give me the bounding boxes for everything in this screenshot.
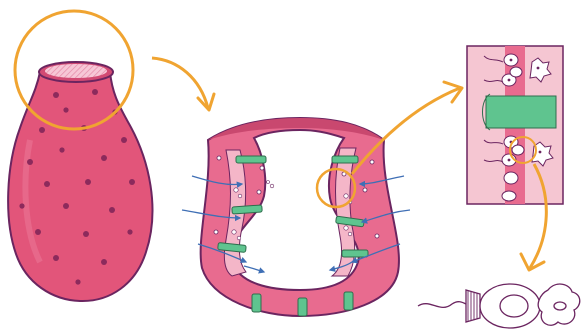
choanocyte-cell-icon [418, 284, 580, 328]
sponge-body-icon [8, 62, 152, 301]
pore-cell-detail-icon [467, 46, 563, 204]
arrow-vase-to-section [152, 58, 214, 110]
